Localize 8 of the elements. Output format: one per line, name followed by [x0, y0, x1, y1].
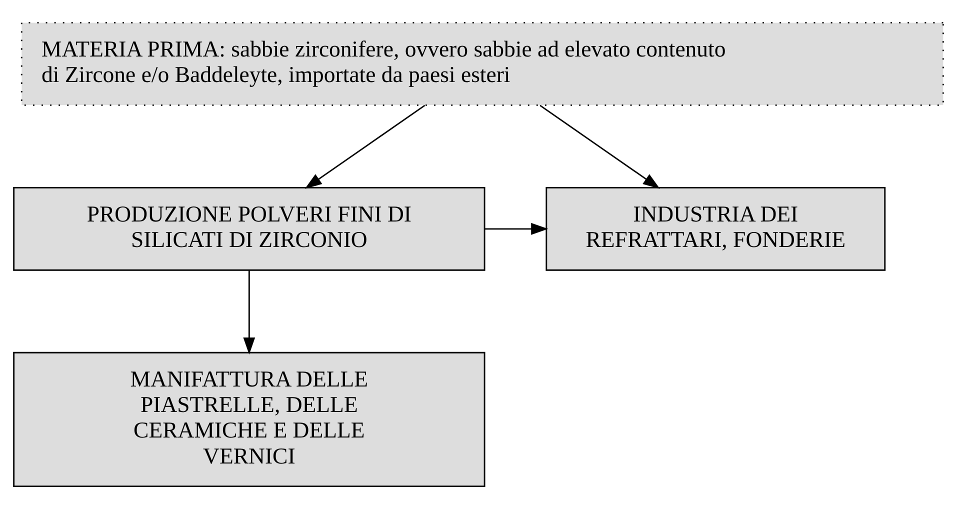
node-box: MATERIA PRIMA: sabbie zirconifere, ovvero sabbie ad elevato contenuto di Zircone e/o Baddeleyte, importate da paesi esteri [20, 21, 944, 106]
node-box: INDUSTRIA DEI REFRATTARI, FONDERIE [546, 186, 886, 270]
node-box: PRODUZIONE POLVERI FINI DI SILICATI DI ZIRCONIO [13, 186, 486, 270]
arrow [304, 104, 426, 188]
node-box: MANIFATTURA DELLE PIASTRELLE, DELLE CERAMICHE E DELLE VERNICI [13, 351, 486, 487]
arrow [484, 222, 548, 234]
arrow [243, 270, 256, 354]
arrow [540, 104, 660, 188]
